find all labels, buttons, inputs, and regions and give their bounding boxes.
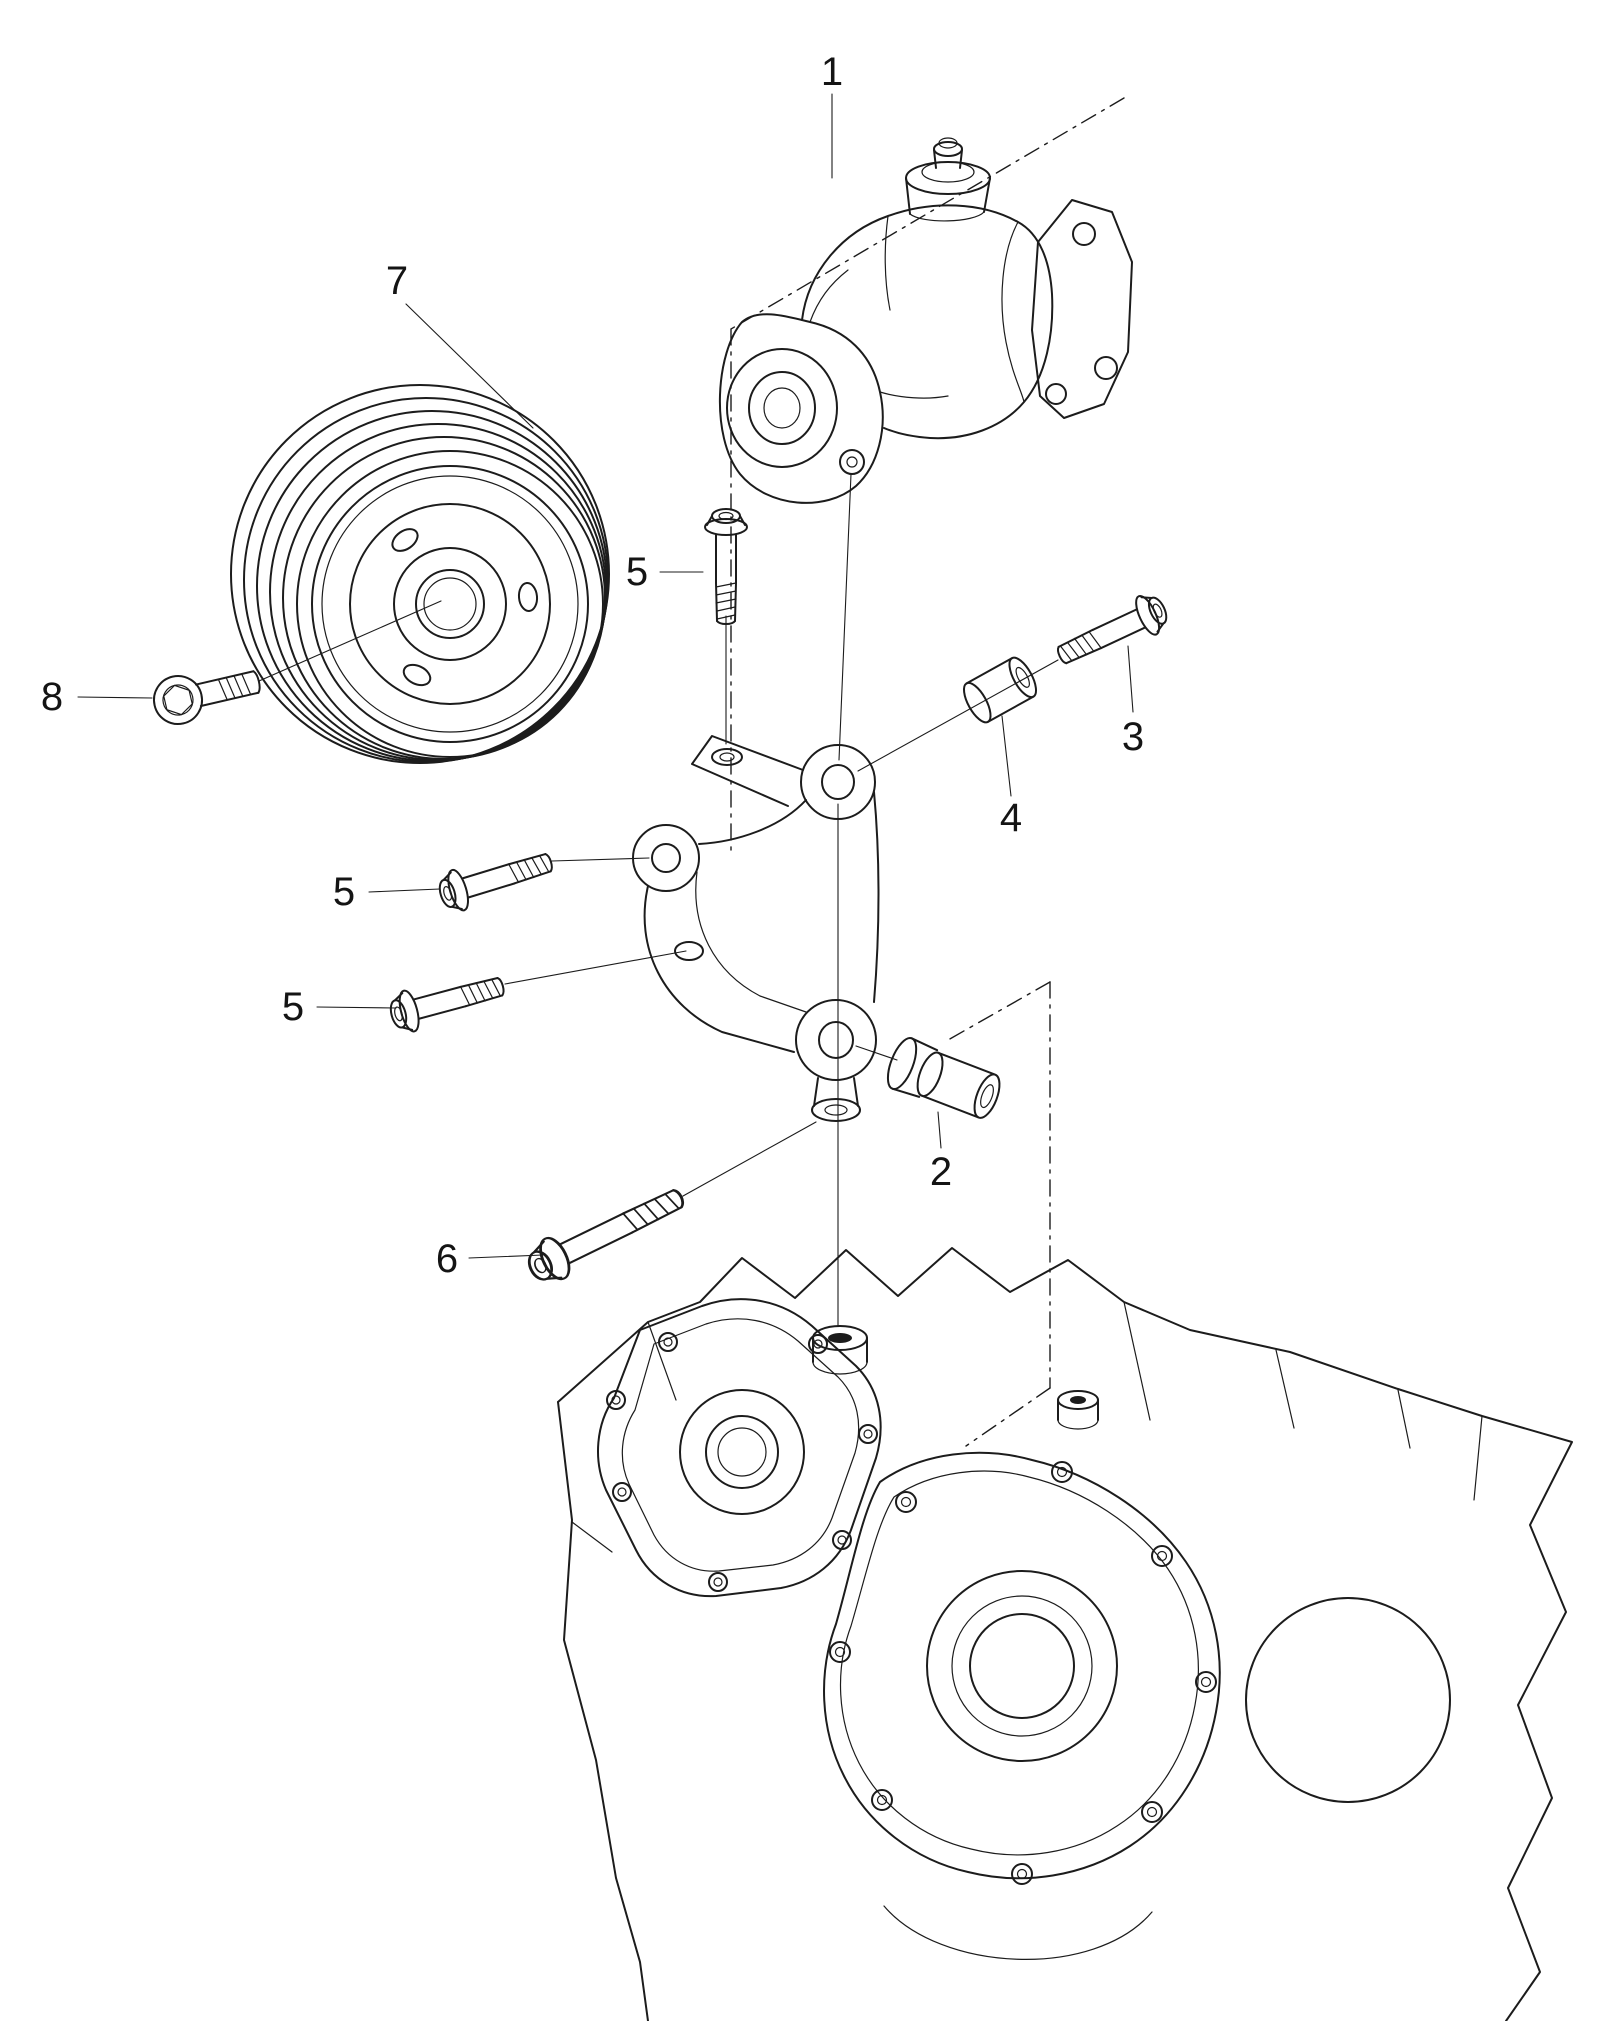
bolt-5-middle	[433, 840, 559, 917]
callout-label-bolt6: 6	[435, 1237, 459, 1281]
callout-label-bolt5c: 5	[281, 985, 305, 1029]
callout-label-bolt8: 8	[40, 675, 64, 719]
spacer-bushing	[963, 656, 1037, 724]
power-steering-pump	[719, 137, 1133, 504]
callout-label-spacer: 4	[999, 796, 1023, 840]
pulley	[230, 384, 610, 764]
mounting-bracket	[632, 735, 880, 1122]
engine-block	[557, 1247, 1573, 2021]
block-boss-center	[812, 1325, 868, 1375]
bolt-5-top	[704, 508, 748, 625]
bolt-5-lower	[385, 964, 510, 1037]
block-boss-right	[1057, 1390, 1099, 1430]
callout-leader-lines	[77, 93, 1134, 1259]
sleeve	[886, 1037, 1001, 1119]
callout-label-pulley: 7	[385, 259, 409, 303]
bolt-6	[520, 1175, 693, 1292]
callout-label-sleeve: 2	[929, 1150, 953, 1194]
bolt-8	[153, 670, 261, 725]
bolt-3	[1049, 587, 1174, 677]
assembly-axis-lines	[258, 473, 1059, 1327]
callout-label-pump: 1	[820, 50, 844, 94]
construction-lines	[730, 97, 1125, 1447]
callout-label-bolt5a: 5	[625, 550, 649, 594]
callout-label-bolt5b: 5	[332, 870, 356, 914]
callout-label-bolt3: 3	[1121, 715, 1145, 759]
